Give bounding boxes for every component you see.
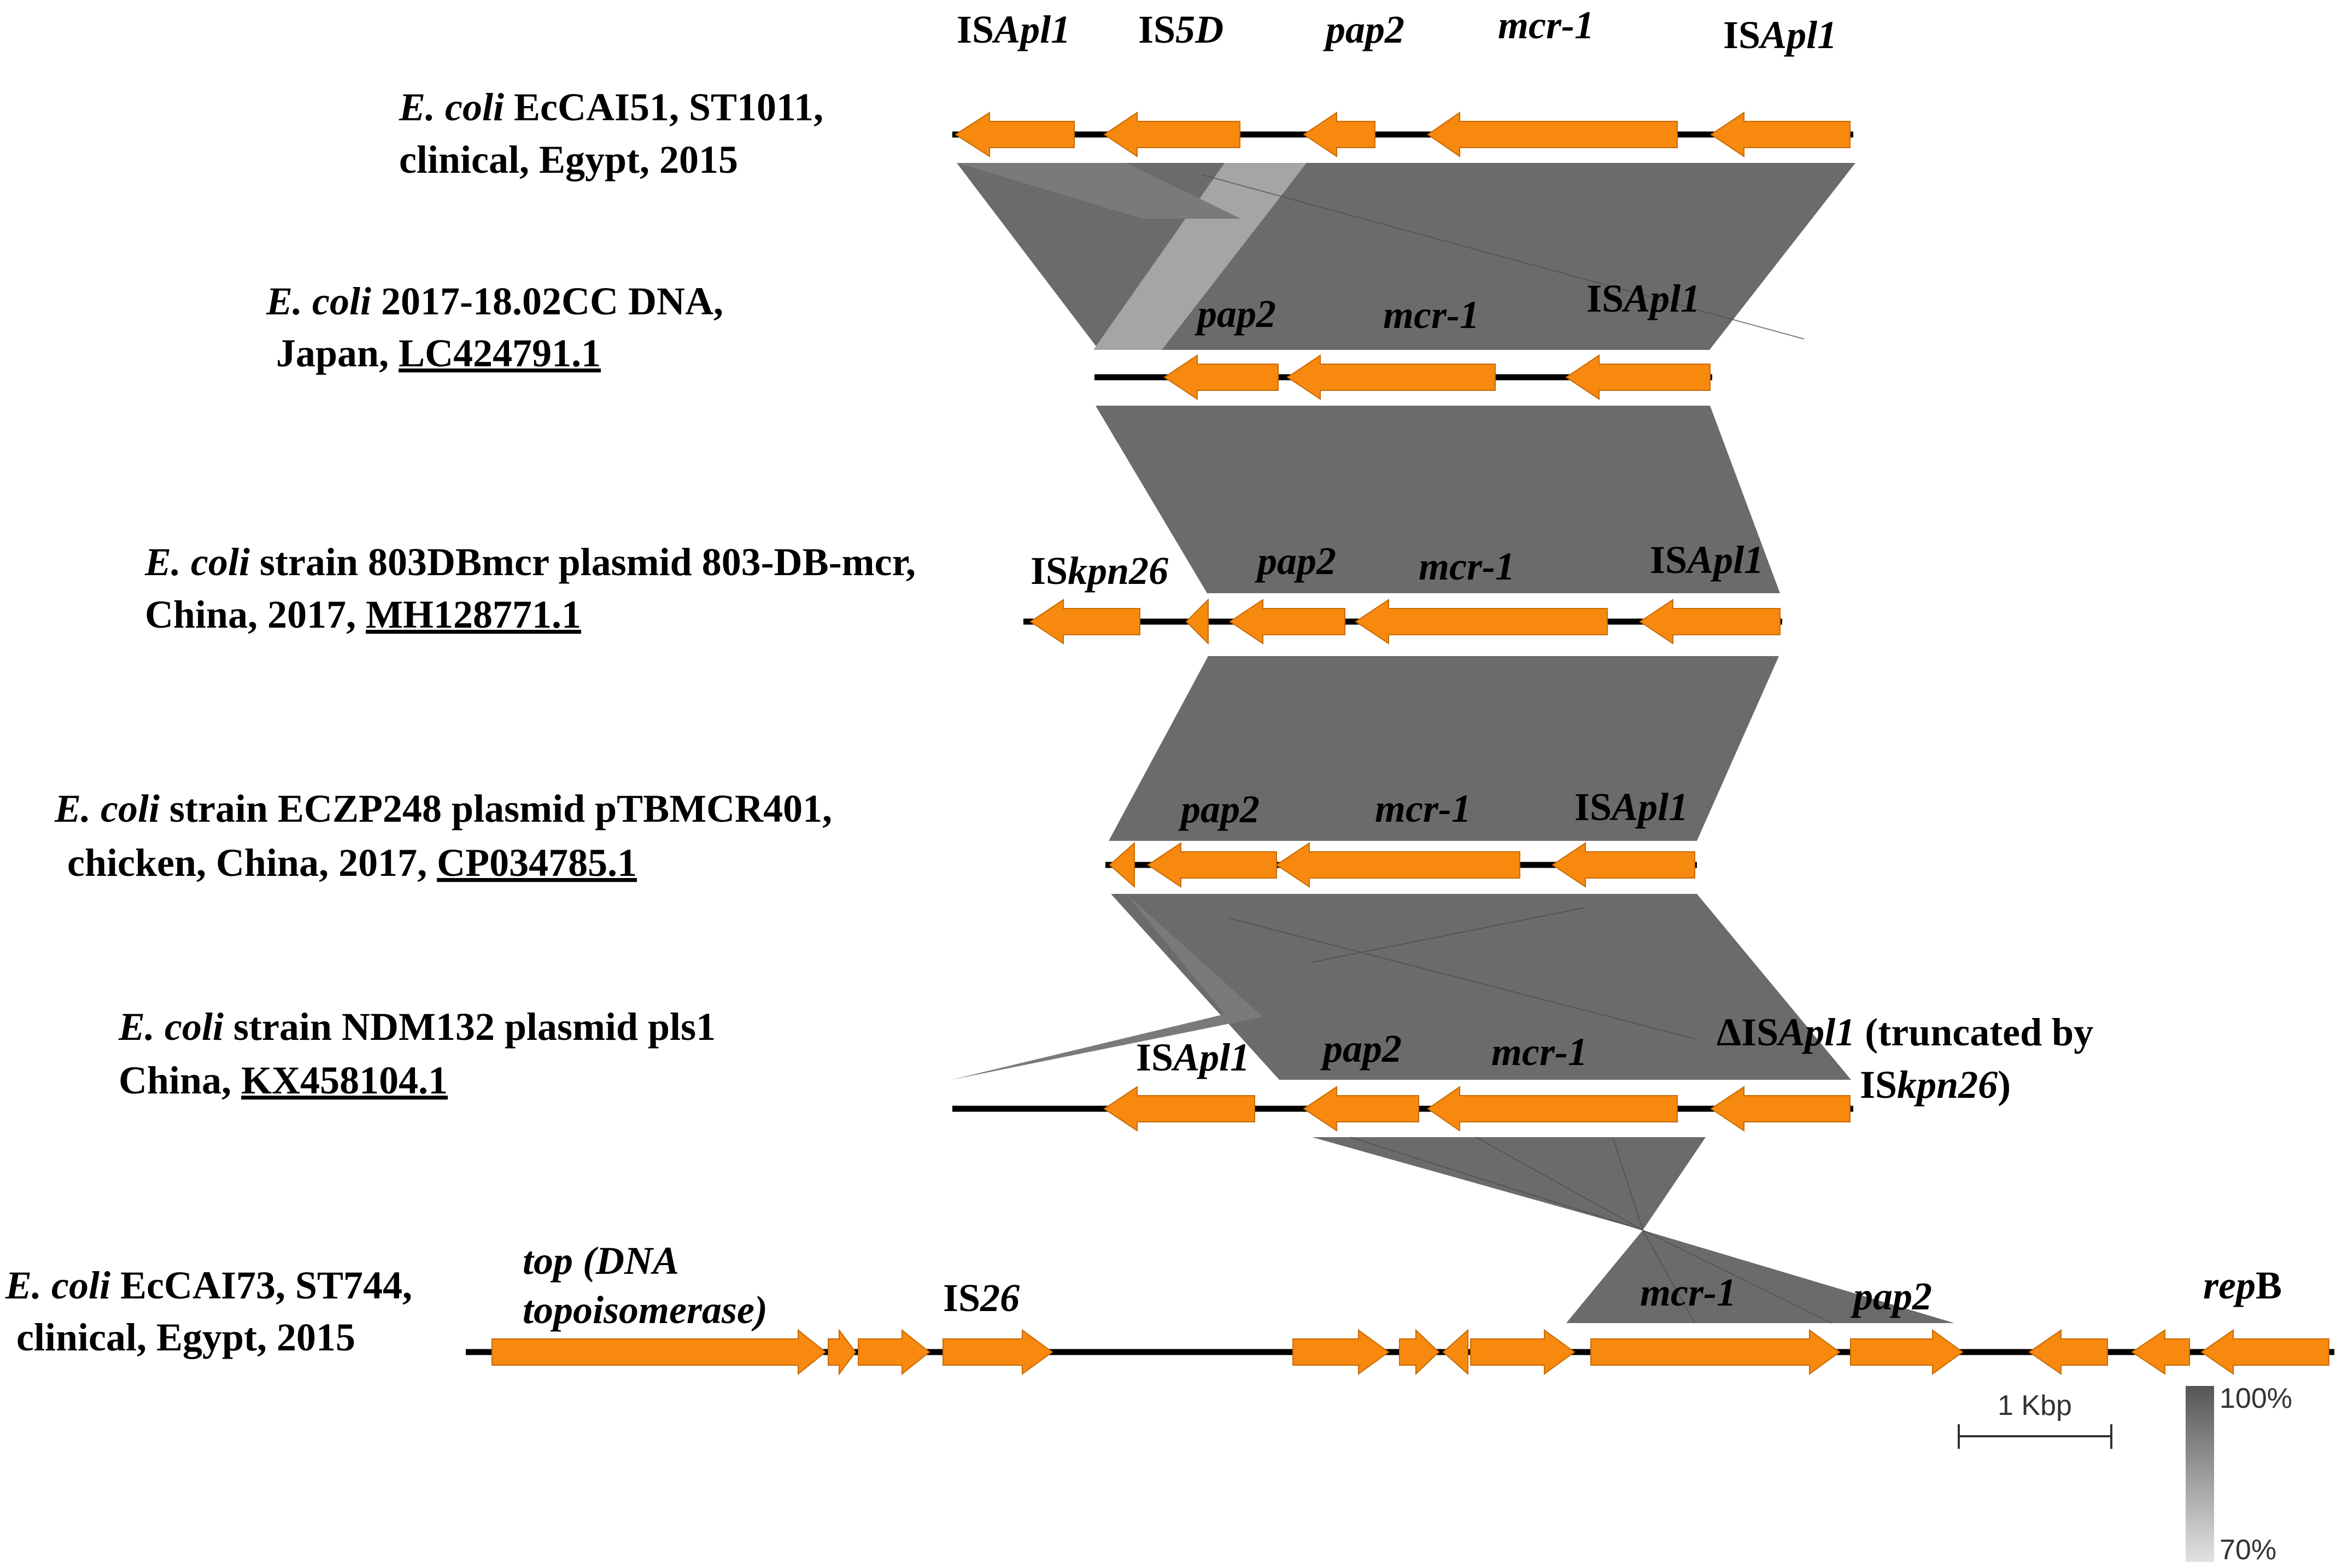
track-2-label-line-1: E. coli 2017-18.02CC DNA, (266, 279, 723, 323)
gene-label: mcr-1 (1375, 787, 1471, 830)
identity-legend: 100% 70% (2186, 1383, 2292, 1566)
identity-min-label: 70% (2220, 1534, 2276, 1566)
gene-mcr1 (1355, 599, 1608, 645)
gene-label: ISApl1 (1723, 13, 1837, 57)
gene-iskpn26 (1029, 599, 1140, 645)
gene-pap2 (1147, 842, 1277, 888)
track-3-label-line-2: China, 2017, MH128771.1 (145, 593, 581, 636)
gene-label: pap2 (1178, 787, 1260, 831)
track-4-label-line-1: E. coli strain ECZP248 plasmid pTBMCR401… (54, 787, 832, 830)
track-3-label-line-1: E. coli strain 803DBmcr plasmid 803-DB-m… (144, 540, 916, 584)
scale-bar-label: 1 Kbp (1998, 1390, 2072, 1421)
gene-pap2 (1303, 1086, 1419, 1132)
gene-label: pap2 (1320, 1027, 1402, 1070)
gene-label: topoisomerase) (523, 1288, 768, 1332)
gene-isapl1 (1551, 842, 1695, 888)
gene-label: ISkpn26) (1860, 1063, 2011, 1107)
gene-is26 (942, 1329, 1053, 1375)
gene-label: ISkpn26 (1031, 549, 1168, 593)
gene-label: pap2 (1194, 292, 1276, 336)
track-5-label-line-2: China, KX458104.1 (119, 1058, 448, 1102)
scale-bar: 1 Kbp (1958, 1390, 2112, 1449)
track-6-label-line-2: clinical, Egypt, 2015 (16, 1315, 355, 1359)
gene-mcr1 (1275, 842, 1520, 888)
gene-arrows (491, 112, 2329, 1376)
identity-gradient-bar (2186, 1386, 2214, 1562)
similarity-band-1b (1093, 163, 1307, 350)
gene-small-fragment (1109, 841, 1135, 888)
gene-label: mcr-1 (1498, 3, 1594, 47)
gene-mcr1 (1427, 1086, 1678, 1132)
gene-label: ISApl1 (957, 8, 1070, 51)
gene-label: ISApl1 (1136, 1035, 1250, 1079)
gene-label: pap2 (1254, 539, 1336, 583)
gene-unnamed-3-left (1442, 1329, 1468, 1376)
gene-label: IS26 (943, 1276, 1020, 1320)
identity-max-label: 100% (2220, 1383, 2292, 1414)
gene-top-dna-topoisomerase (491, 1329, 827, 1376)
gene-unnamed-6 (2131, 1329, 2190, 1375)
track-6-label-line-1: E. coli EcCAI73, ST744, (5, 1263, 412, 1307)
gene-mcr1 (1286, 354, 1496, 400)
gene-is5d (1103, 112, 1240, 157)
gene-label: ISApl1 (1586, 277, 1700, 320)
gene-label: repB (2203, 1263, 2282, 1307)
similarity-band-2 (1096, 406, 1780, 593)
gene-unnamed-1 (1292, 1329, 1390, 1375)
gene-label: mcr-1 (1640, 1271, 1736, 1314)
gene-mcr1 (1590, 1329, 1841, 1375)
gene-pap2 (1303, 112, 1375, 157)
gene-labels: ISApl1 IS5D pap2 mcr-1 ISApl1 pap2 mcr-1… (523, 3, 2282, 1332)
gene-pap2 (1229, 599, 1345, 645)
gene-unnamed-5 (2028, 1329, 2108, 1375)
track-5-label-line-1: E. coli strain NDM132 plasmid pls1 (118, 1005, 716, 1049)
gene-isapl1-right (1710, 112, 1851, 157)
track-1-label-line-1: E. coli EcCAI51, ST1011, (399, 85, 823, 129)
gene-isapl1 (1565, 354, 1711, 400)
similarity-band-4a (1111, 894, 1851, 1080)
gene-pap2 (1850, 1329, 1964, 1375)
gene-isapl1 (1639, 599, 1781, 645)
track-2-label-line-2: Japan, LC424791.1 (276, 331, 601, 375)
gene-unnamed-2 (1399, 1329, 1440, 1376)
gene-label: pap2 (1322, 8, 1404, 51)
gene-label: mcr-1 (1383, 293, 1479, 337)
gene-isapl1-left (955, 112, 1075, 157)
similarity-band-4b (951, 894, 1263, 1080)
similarity-band-5a (1312, 1137, 1706, 1230)
similarity-band-1c (957, 163, 1241, 219)
track-labels: E. coli EcCAI51, ST1011, clinical, Egypt… (5, 85, 916, 1359)
gene-label: ΔISApl1 (truncated by (1717, 1010, 2093, 1054)
gene-mcr1 (1427, 112, 1678, 157)
track-4-label-line-2: chicken, China, 2017, CP034785.1 (67, 841, 637, 885)
gene-small-fragment (1185, 598, 1209, 645)
gene-pap2 (1163, 354, 1279, 400)
gene-label: ISApl1 (1574, 785, 1688, 829)
gene-isapl1 (1103, 1086, 1255, 1132)
gene-label: top (DNA (523, 1239, 679, 1283)
track-1-label-line-2: clinical, Egypt, 2015 (399, 138, 738, 182)
gene-label: pap2 (1850, 1274, 1932, 1318)
similarity-band-5b (1566, 1230, 1954, 1323)
gene-small-2 (858, 1329, 930, 1376)
gene-repb (2200, 1329, 2329, 1375)
gene-unnamed-4 (1470, 1329, 1576, 1375)
gene-label: IS5D (1138, 8, 1223, 51)
gene-label: ISApl1 (1650, 538, 1764, 582)
gene-small (828, 1329, 857, 1376)
similarity-bands (951, 163, 1954, 1324)
similarity-band-3 (1109, 656, 1779, 841)
gene-label: mcr-1 (1491, 1030, 1588, 1074)
gene-label: mcr-1 (1419, 545, 1515, 588)
gene-delta-isapl1 (1710, 1086, 1851, 1132)
